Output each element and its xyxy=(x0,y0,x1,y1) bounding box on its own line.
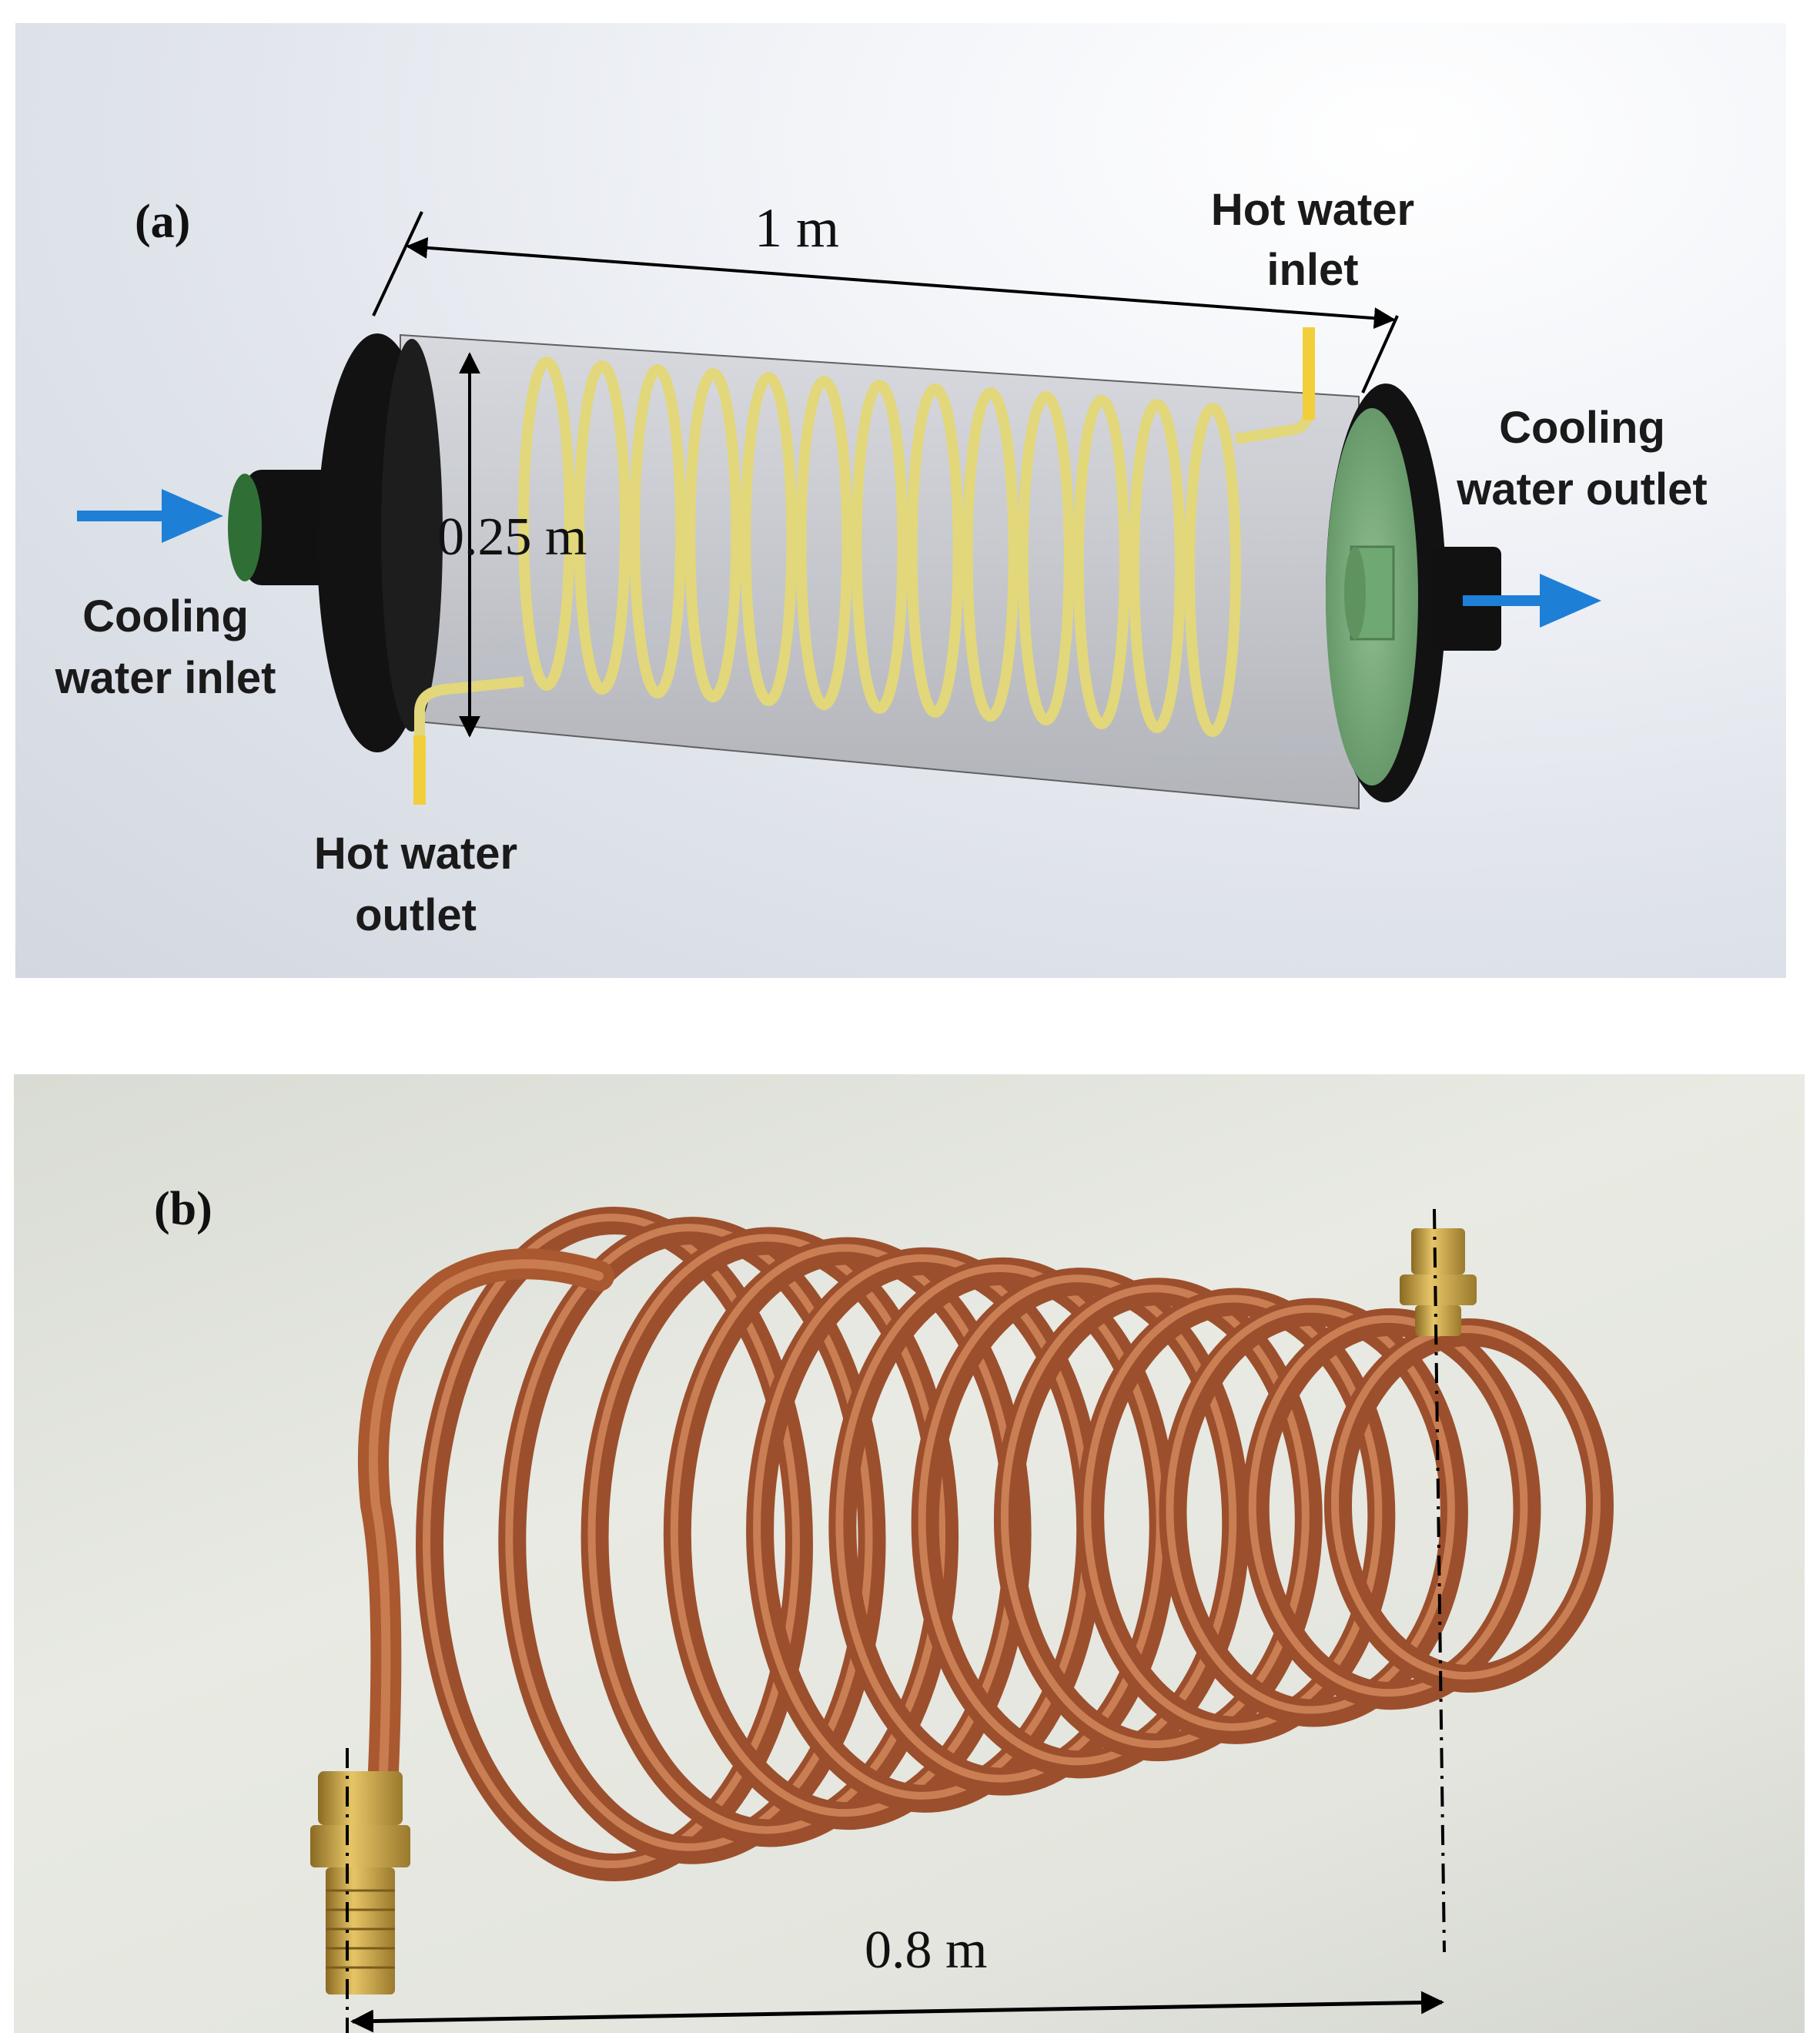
copper-coil-turn-highlight xyxy=(1331,1325,1601,1680)
coil-turn xyxy=(1184,403,1241,737)
copper-coil-turn-highlight xyxy=(587,1234,946,1834)
coil-turn xyxy=(1017,391,1075,725)
hot-water-inlet-stub xyxy=(1303,327,1315,420)
coil-photo-panel: (b) 0.8 m xyxy=(14,1074,1805,2033)
heat-exchanger-diagram: (a) 1 m 0.25 m Hot water inlet Hot water… xyxy=(55,185,1708,940)
coil-turn xyxy=(574,360,631,695)
copper-coil-turn-highlight xyxy=(1248,1315,1528,1697)
copper-coil-illustration: (b) 0.8 m xyxy=(154,1183,1614,2033)
cool-inlet-label-line1: Cooling xyxy=(82,591,249,641)
reference-line-right xyxy=(1433,1208,1446,1953)
copper-coil-turn-highlight xyxy=(1083,1294,1383,1731)
left-end-cap-rim xyxy=(381,339,443,732)
coil-turn xyxy=(1072,395,1130,729)
hot-inlet-label-line1: Hot water xyxy=(1211,185,1414,235)
cool-inlet-label-line2: water inlet xyxy=(55,653,276,703)
coil-turn xyxy=(1128,399,1186,733)
schematic-panel: (a) 1 m 0.25 m Hot water inlet Hot water… xyxy=(15,23,1786,978)
copper-coil-turn-highlight xyxy=(1000,1284,1310,1749)
brass-fitting-inlet xyxy=(1400,1228,1477,1336)
coil-turn xyxy=(851,380,908,714)
hot-outlet-label-line2: outlet xyxy=(355,890,477,940)
helical-coil xyxy=(518,357,1241,737)
coil-turn xyxy=(962,387,1019,722)
coil-length-label: 0.8 m xyxy=(865,1921,987,1980)
hot-outlet-label-line1: Hot water xyxy=(314,829,517,879)
cooling-inlet-opening xyxy=(228,474,262,581)
cooling-inlet-arrow xyxy=(77,489,223,543)
diameter-label: 0.25 m xyxy=(437,507,587,567)
length-tick-left xyxy=(372,211,423,317)
copper-coil-turn-highlight xyxy=(423,1214,800,1868)
coil-turn xyxy=(740,372,798,706)
hot-water-outlet-stub xyxy=(413,735,426,805)
length-dimension-line xyxy=(406,236,1396,330)
copper-coil-turn-highlight xyxy=(1166,1305,1455,1714)
cool-outlet-label-line2: water outlet xyxy=(1456,464,1708,514)
hot-water-outlet-tube xyxy=(414,676,524,755)
coil-turn xyxy=(629,364,687,698)
coil-length-dimension-line xyxy=(350,1991,1444,2033)
right-face-opening xyxy=(1344,547,1366,639)
coil-turn xyxy=(684,368,742,702)
coil-turn xyxy=(906,383,964,718)
cooling-outlet-arrow xyxy=(1463,574,1601,628)
copper-coil-turn-highlight xyxy=(918,1274,1237,1766)
copper-lead-highlight xyxy=(368,1259,604,1776)
cool-outlet-label-line1: Cooling xyxy=(1499,403,1665,453)
coil-turn xyxy=(518,357,575,691)
length-tick-right xyxy=(1361,315,1399,394)
length-label: 1 m xyxy=(754,197,839,259)
panel-b-tag: (b) xyxy=(154,1183,212,1235)
coil-turn xyxy=(795,376,853,710)
copper-helical-coil xyxy=(416,1207,1614,1881)
hot-inlet-label-line2: inlet xyxy=(1266,245,1358,295)
copper-coil-turn-highlight xyxy=(505,1224,873,1851)
brass-fitting-outlet xyxy=(310,1771,410,1994)
panel-a-tag: (a) xyxy=(135,196,190,248)
